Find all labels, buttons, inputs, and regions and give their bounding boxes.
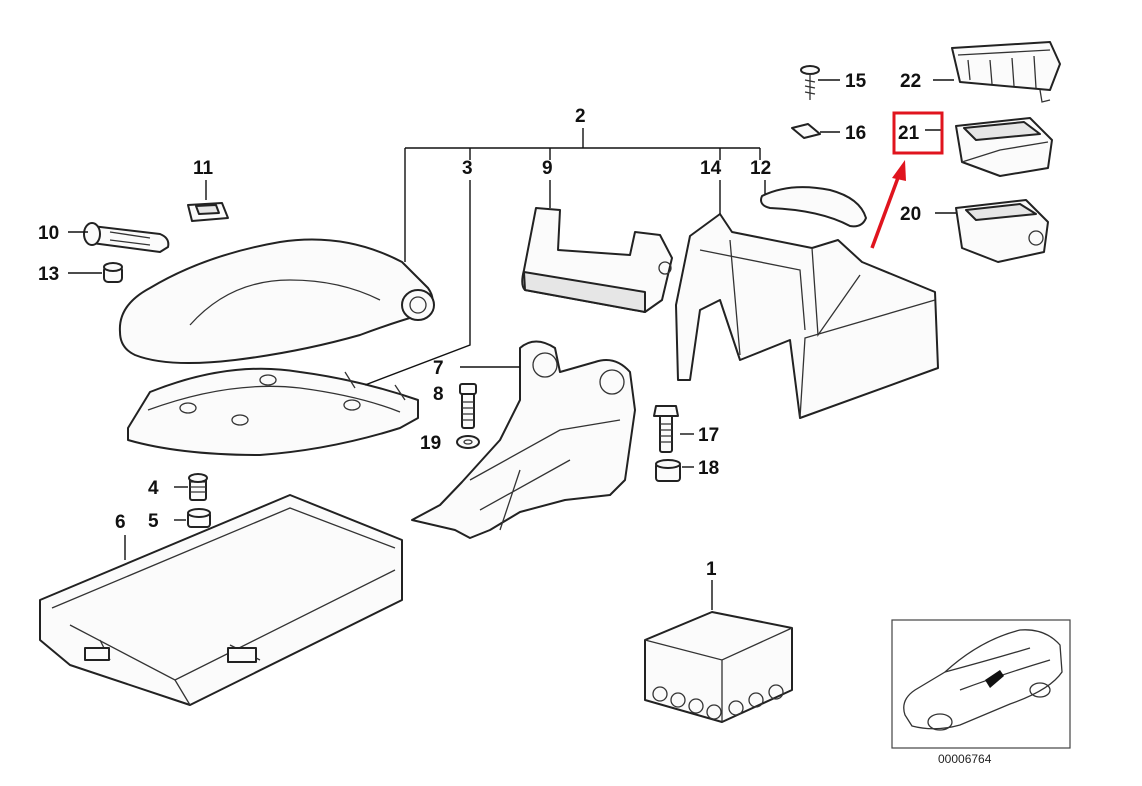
callout-11: 11 — [193, 158, 214, 179]
part-16-clip — [791, 123, 821, 139]
vehicle-location-inset — [891, 619, 1071, 749]
callout-19: 19 — [420, 433, 441, 454]
part-11-clip — [187, 202, 229, 222]
callout-14: 14 — [700, 158, 722, 179]
part-21-highlight — [870, 111, 944, 249]
callout-21: 21 — [898, 123, 920, 144]
callout-9: 9 — [542, 158, 553, 179]
part-18-spacer — [655, 459, 681, 482]
part-10-pin — [83, 222, 170, 253]
part-4-screw — [188, 473, 208, 501]
part-12-cover — [760, 186, 867, 228]
part-2-armrest — [118, 238, 435, 365]
callout-7: 7 — [433, 358, 444, 379]
part-6-tray — [39, 494, 403, 706]
callout-15: 15 — [845, 71, 867, 92]
callout-22: 22 — [900, 71, 921, 92]
part-8-bolt — [459, 383, 477, 429]
callout-20: 20 — [900, 204, 921, 225]
part-5-washer — [187, 508, 211, 528]
callout-labels: 1 2 3 4 5 6 7 8 9 10 11 12 13 14 15 16 1… — [38, 71, 921, 580]
callout-4: 4 — [148, 478, 159, 499]
part-7-support — [411, 340, 636, 539]
callout-1: 1 — [706, 559, 717, 580]
callout-10: 10 — [38, 223, 59, 244]
part-13-bushing — [103, 262, 123, 283]
part-15-screw — [800, 65, 820, 100]
part-1-box — [644, 611, 793, 723]
leader-lines — [68, 79, 956, 610]
part-21-housing — [955, 117, 1053, 177]
callout-16: 16 — [845, 123, 866, 144]
callout-3: 3 — [462, 158, 473, 179]
callout-2: 2 — [575, 106, 586, 127]
callout-12: 12 — [750, 158, 771, 179]
part-17-bolt — [653, 405, 679, 453]
part-14-housing — [675, 213, 939, 419]
callout-17: 17 — [698, 425, 719, 446]
part-20-housing — [955, 199, 1049, 263]
callout-8: 8 — [433, 384, 444, 405]
callout-6: 6 — [115, 512, 126, 533]
callout-13: 13 — [38, 264, 59, 285]
car-icon — [903, 629, 1063, 731]
part-22-frame — [951, 41, 1061, 103]
part-19-nut — [456, 435, 480, 449]
part-3-base-plate — [127, 367, 419, 456]
callout-18: 18 — [698, 458, 719, 479]
reference-number: 00006764 — [938, 752, 992, 766]
callout-5: 5 — [148, 511, 159, 532]
part-9-hinge — [521, 207, 673, 313]
